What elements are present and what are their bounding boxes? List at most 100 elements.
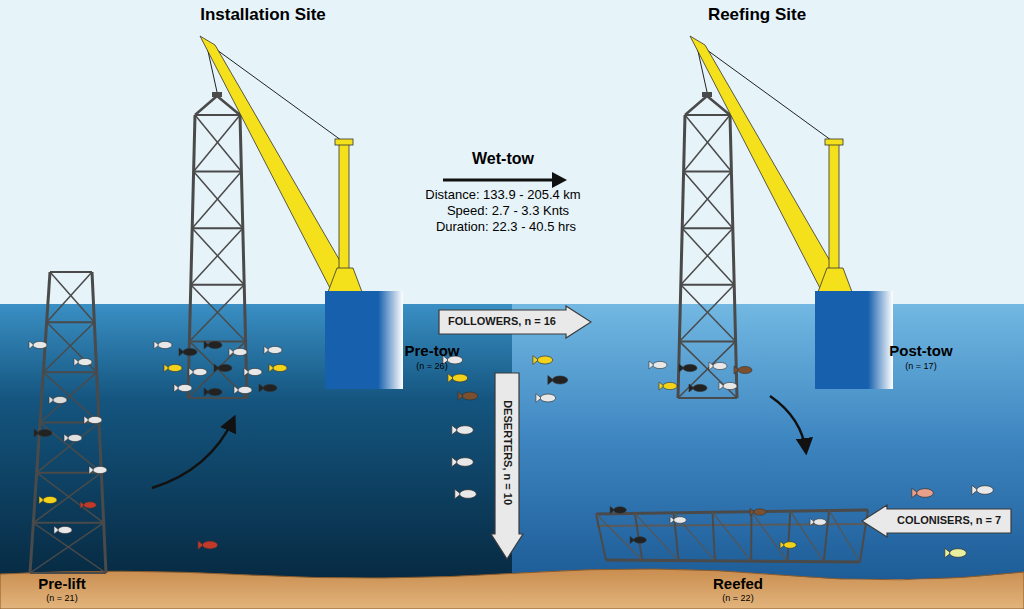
fish-group [269,364,287,372]
fish-group [972,485,994,495]
group-label: DESERTERS, n = 10 [500,400,513,505]
prelift-jacket [47,322,97,372]
fish-group [174,384,192,392]
reefed-jacket [750,512,752,561]
sky [0,0,1024,306]
stage-note: Speed: 2.7 - 3.3 Knts [447,204,569,219]
fish-group [649,361,667,369]
reefed-jacket [596,514,642,560]
fish-group [33,341,47,348]
fish-group [189,368,207,376]
fish-group [244,368,262,376]
prelift-jacket [33,473,101,523]
fish-group [452,374,467,382]
fish-group [670,516,686,523]
fish-group [39,496,57,504]
fish-group [29,341,47,349]
fish-group [536,394,556,403]
fish-group [89,466,107,474]
fish-group [58,526,72,533]
arrow-outline [862,505,1011,537]
fish-group [548,376,568,385]
reefed-jacket [751,512,787,562]
fish-group [229,348,247,356]
prelift-jacket [33,522,103,524]
prelift-jacket [47,321,95,323]
prelift-jacket [47,272,92,322]
fish-group [88,416,102,423]
stage-heading: Post-tow [889,342,952,359]
fish-group [950,549,967,558]
prelift-jacket [50,272,94,322]
fish-group [268,346,282,353]
fish-group [780,541,796,548]
fish-group [214,364,232,372]
fish-group [455,489,477,499]
fish-group [610,506,626,513]
fish-group [202,541,217,549]
fish-group [34,429,52,437]
fish-group [208,341,222,348]
fish-group [198,541,218,550]
fish-group [248,368,262,375]
fish-group [43,496,57,503]
fish-group [693,384,707,391]
installation-crane [188,36,403,398]
stage-heading: Reefed [713,575,763,592]
prelift-jacket [37,423,99,473]
fish-group [784,542,797,548]
stage-heading: Reefing Site [708,5,806,25]
fish-group [80,501,96,508]
stage-note: (n = 22) [722,593,753,603]
lift-arrow [152,418,234,488]
wet-tow-arrow [443,179,553,182]
fish-group [193,368,207,375]
reefed-jacket [596,510,868,514]
fish-group [709,362,727,370]
fish-group [218,364,232,371]
fish-group [49,396,67,404]
fish-group [154,341,172,349]
prelift-jacket [50,271,92,273]
fish-group [912,488,934,498]
fish-group [719,382,737,390]
fish-group [663,382,677,389]
fish-group [53,396,67,403]
reefed-jacket [787,511,790,561]
sea-right [512,304,1024,579]
fish-group [750,508,766,515]
reefed-jacket [824,511,829,562]
fish-group [178,384,192,391]
fish-group [754,509,767,515]
fish-group [84,416,102,424]
stage-note: Distance: 133.9 - 205.4 km [425,188,580,203]
fish-group [634,537,647,543]
stage-note: (n = 26) [416,361,447,371]
sea-left [0,304,512,579]
reefed-jacket [596,510,868,562]
fish-group [263,384,277,391]
prelift-jacket [43,372,99,422]
prelift-jacket [43,322,94,372]
fish-group [233,348,247,355]
reefed-jacket [674,513,715,561]
prelift-jacket [37,473,104,523]
fish-group [533,356,553,365]
fish-group [183,348,197,355]
reefed-jacket [606,560,860,562]
stage-note: Duration: 22.3 - 40.5 hrs [436,220,576,235]
fish-group [917,489,934,498]
stage-note: (n = 21) [46,593,77,603]
reefed-jacket [829,511,860,562]
fish-group [723,382,737,389]
fish-group [259,384,277,392]
fish-group [68,434,82,441]
fish-group [38,429,52,436]
prelift-jacket [30,572,106,574]
fish-group [78,358,92,365]
fish-group [204,341,222,349]
fish-group [93,466,107,473]
group-label: COLONISERS, n = 7 [897,514,1001,527]
